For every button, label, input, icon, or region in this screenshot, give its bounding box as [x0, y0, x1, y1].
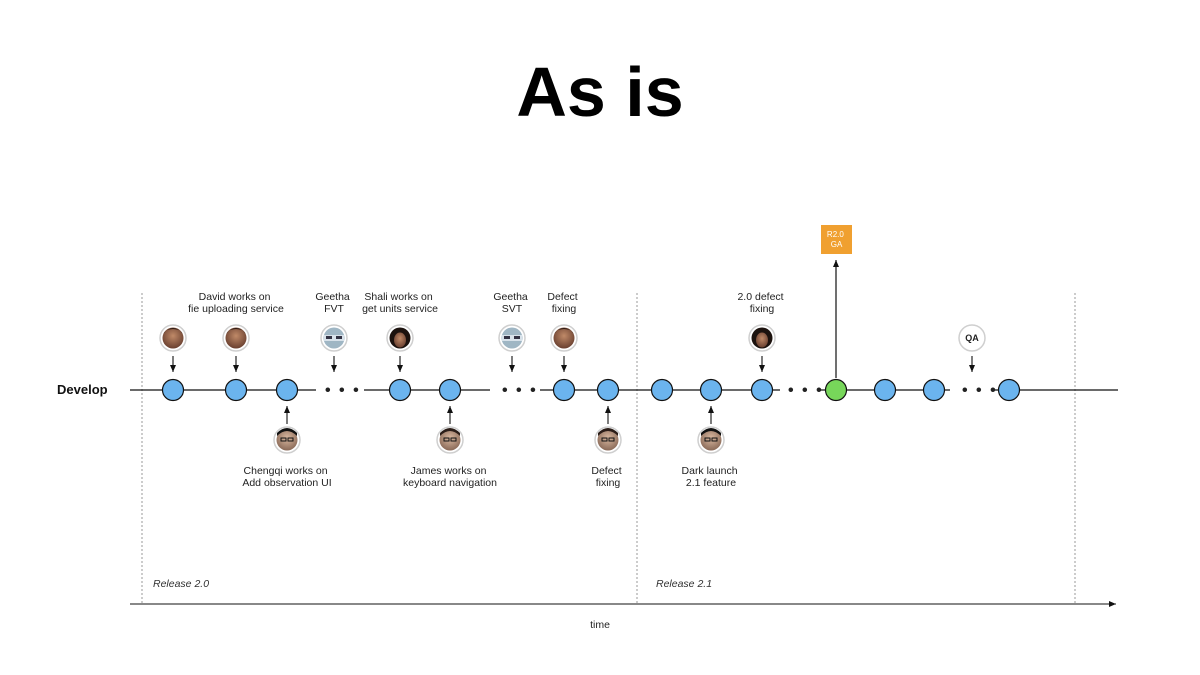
commit-node [699, 378, 723, 402]
qa-badge: QA [958, 324, 986, 352]
release-label: Release 2.1 [656, 578, 712, 590]
branch-ellipsis: • • • [962, 382, 998, 399]
commit-node [596, 378, 620, 402]
svg-text:QA: QA [965, 333, 979, 343]
commit-nodes [161, 378, 1021, 402]
branch-label: Develop [57, 382, 108, 397]
event-label-shali: Shali works on get units service [362, 291, 438, 315]
avatar-james [436, 426, 464, 454]
avatar-geetha-svt [498, 324, 526, 352]
time-axis-label: time [590, 619, 610, 631]
event-label-defect-bottom: Defect fixing [591, 465, 624, 489]
slide-title: As is [516, 53, 684, 131]
event-label-defect-fixing: Defect fixing [547, 291, 580, 315]
commit-node [922, 378, 946, 402]
event-label-dark-launch: Dark launch 2.1 feature [682, 465, 741, 489]
event-label-geetha-svt: Geetha SVT [493, 291, 530, 315]
commit-node [161, 378, 185, 402]
event-label-geetha-fvt: Geetha FVT [315, 291, 352, 315]
avatar-dark-launch [697, 426, 725, 454]
branch-ellipsis: • • • [788, 382, 824, 399]
branch-ellipsis: • • • [325, 382, 361, 399]
commit-node [224, 378, 248, 402]
avatar-top-1 [159, 324, 187, 352]
commit-node [275, 378, 299, 402]
avatar-defect-top [550, 324, 578, 352]
ga-release-box: R2.0 GA [821, 225, 852, 254]
commit-node [997, 378, 1021, 402]
commit-node [873, 378, 897, 402]
avatar-defect-bottom [594, 426, 622, 454]
event-label-chengqi: Chengqi works on Add observation UI [242, 465, 331, 489]
commit-node [650, 378, 674, 402]
svg-text:R2.0 GA: R2.0 GA [827, 230, 846, 249]
avatar-geetha-fvt [320, 324, 348, 352]
commit-node [750, 378, 774, 402]
release-commit-node [824, 378, 848, 402]
avatar-shali [386, 324, 414, 352]
avatar-defect-20 [748, 324, 776, 352]
commit-node [552, 378, 576, 402]
avatar-chengqi [273, 426, 301, 454]
event-label-david: David works on fie uploading service [188, 291, 284, 315]
commit-node [438, 378, 462, 402]
release-label: Release 2.0 [153, 578, 209, 590]
avatar-david [222, 324, 250, 352]
commit-node [388, 378, 412, 402]
event-label-defect-20: 2.0 defect fixing [737, 291, 786, 315]
branch-ellipsis: • • • [502, 382, 538, 399]
event-label-james: James works on keyboard navigation [403, 465, 497, 489]
